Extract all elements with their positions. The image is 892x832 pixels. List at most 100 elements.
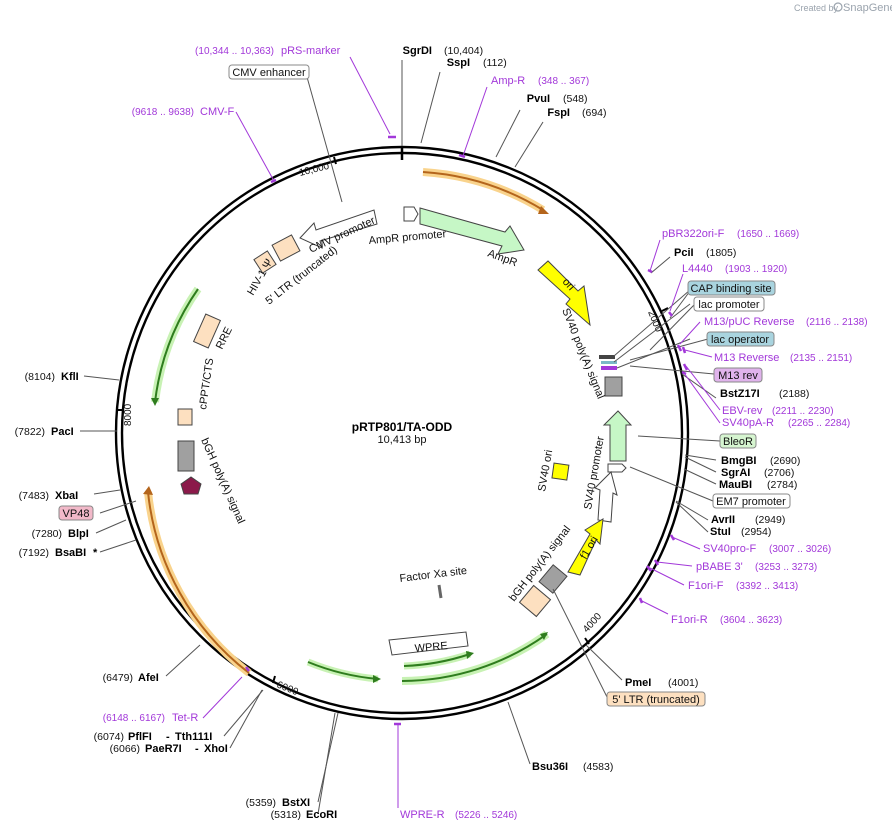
svg-text:(2265 .. 2284): (2265 .. 2284)	[788, 418, 850, 429]
svg-text:(5226 .. 5246): (5226 .. 5246)	[455, 810, 517, 821]
primer-pbabe-3[interactable]: pBABE 3' (3253 .. 3273)	[696, 561, 817, 573]
enzyme-paer7i[interactable]: (6066) PaeR7I -	[110, 743, 199, 755]
primer-sv40pro-f[interactable]: SV40pro-F (3007 .. 3026)	[703, 543, 831, 555]
primer-f1ori-r[interactable]: F1ori-R (3604 .. 3623)	[671, 614, 782, 626]
bleor-shape	[602, 410, 633, 462]
enzyme-pflfi[interactable]: (6074) PflFI -	[94, 731, 170, 743]
svg-text:EcoRI: EcoRI	[306, 809, 337, 821]
svg-text:(6148 .. 6167): (6148 .. 6167)	[103, 713, 165, 724]
primer-l4440[interactable]: L4440 (1903 .. 1920)	[682, 263, 787, 275]
svg-text:(7192): (7192)	[19, 547, 49, 559]
primer-f1ori-f[interactable]: F1ori-F (3392 .. 3413)	[688, 580, 798, 592]
box-em7-promoter[interactable]: EM7 promoter	[712, 493, 791, 509]
svg-text:PvuI: PvuI	[527, 93, 550, 105]
green-arc-left	[306, 658, 379, 683]
primer-ebv-rev[interactable]: EBV-rev (2211 .. 2230)	[722, 405, 834, 417]
svg-text:(6066): (6066)	[110, 743, 140, 755]
svg-text:-: -	[166, 731, 170, 743]
svg-text:SV40pro-F: SV40pro-F	[703, 543, 756, 555]
enzyme-tth111i[interactable]: Tth111I	[175, 731, 212, 743]
primer-cmv-f[interactable]: (9618 .. 9638) CMV-F	[132, 106, 235, 118]
svg-text:BlpI: BlpI	[68, 528, 89, 540]
enzyme-maubi[interactable]: MauBI (2784)	[719, 479, 797, 491]
svg-text:5' LTR (truncated): 5' LTR (truncated)	[612, 694, 699, 706]
enzyme-afei[interactable]: (6479) AfeI	[103, 672, 159, 684]
enzyme-sgrai[interactable]: SgrAI (2706)	[721, 467, 794, 479]
svg-text:(10,404): (10,404)	[444, 45, 483, 57]
primer-pbr322ori-f[interactable]: pBR322ori-F (1650 .. 1669)	[662, 228, 799, 240]
box-cmv-enhancer[interactable]: CMV enhancer	[228, 64, 310, 80]
enzyme-bsu36i[interactable]: Bsu36I (4583)	[532, 761, 613, 773]
svg-text:SV40pA-R: SV40pA-R	[722, 417, 774, 429]
box-5ltr-truncated[interactable]: 5' LTR (truncated)	[606, 691, 706, 707]
box-cap-binding-site[interactable]: CAP binding site	[687, 280, 776, 296]
box-lac-operator[interactable]: lac operator	[706, 331, 775, 347]
enzyme-sspi[interactable]: SspI (112)	[447, 57, 507, 69]
primer-wpre-r[interactable]: WPRE-R (5226 .. 5246)	[400, 809, 517, 821]
primer-tet-r[interactable]: (6148 .. 6167) Tet-R	[103, 712, 199, 724]
svg-text:XbaI: XbaI	[55, 490, 78, 502]
enzyme-xhoi[interactable]: XhoI	[204, 743, 228, 755]
snapgene-brand: SnapGene	[843, 2, 892, 14]
svg-text:WPRE-R: WPRE-R	[400, 809, 445, 821]
enzyme-bstz17i[interactable]: BstZ17I (2188)	[720, 388, 809, 400]
enzyme-pvui[interactable]: PvuI (548)	[527, 93, 588, 105]
svg-text:M13/pUC Reverse: M13/pUC Reverse	[704, 316, 794, 328]
svg-text:(2706): (2706)	[764, 467, 794, 479]
sv40-promoter-shape	[594, 471, 618, 523]
primer-amp-r[interactable]: Amp-R (348 .. 367)	[491, 75, 589, 87]
sv40-ori-shape	[551, 462, 570, 481]
primer-m13-reverse[interactable]: M13 Reverse (2135 .. 2151)	[714, 352, 852, 364]
svg-text:(2188): (2188)	[779, 388, 809, 400]
ltr-left-shape	[271, 234, 301, 262]
enzyme-bmgbi[interactable]: BmgBI (2690)	[721, 455, 800, 467]
enzyme-pmei[interactable]: PmeI (4001)	[625, 677, 698, 689]
svg-text:(2949): (2949)	[755, 514, 785, 526]
enzyme-stui[interactable]: StuI (2954)	[710, 526, 771, 538]
enzyme-fspi[interactable]: FspI (694)	[547, 107, 606, 119]
f1-ori-shape	[567, 518, 604, 576]
enzyme-xbai[interactable]: (7483) XbaI	[19, 490, 79, 502]
svg-text:FspI: FspI	[547, 107, 570, 119]
box-m13-rev[interactable]: M13 rev	[713, 367, 763, 383]
green-arc-mid	[403, 650, 472, 670]
svg-text:(4583): (4583)	[583, 761, 613, 773]
enzyme-pcii[interactable]: PciI (1805)	[674, 247, 736, 259]
svg-text:*: *	[93, 547, 98, 559]
svg-text:(3604 .. 3623): (3604 .. 3623)	[720, 615, 782, 626]
primer-prs-marker[interactable]: (10,344 .. 10,363) pRS-marker	[195, 45, 341, 57]
enzyme-bstxi[interactable]: (5359) BstXI	[246, 797, 310, 809]
svg-text:PciI: PciI	[674, 247, 694, 259]
svg-text:Tet-R: Tet-R	[172, 712, 198, 724]
svg-text:Bsu36I: Bsu36I	[532, 761, 568, 773]
enzyme-kfli[interactable]: (8104) KflI	[25, 371, 79, 383]
box-bleor[interactable]: BleoR	[719, 433, 757, 449]
box-lac-promoter[interactable]: lac promoter	[693, 296, 765, 312]
svg-text:-: -	[195, 743, 199, 755]
enzyme-blpi[interactable]: (7280) BlpI	[32, 528, 89, 540]
svg-text:CAP binding site: CAP binding site	[690, 283, 771, 295]
svg-text:Tth111I: Tth111I	[175, 731, 212, 743]
enzyme-paci[interactable]: (7822) PacI	[15, 426, 74, 438]
label-f1-ori: f1 ori	[578, 534, 601, 561]
enzyme-ecori[interactable]: (5318) EcoRI	[271, 809, 338, 821]
box-vp48[interactable]: VP48	[58, 505, 94, 521]
label-factor-xa: Factor Xa site	[399, 565, 468, 585]
enzyme-bsabi[interactable]: (7192) BsaBI *	[19, 547, 98, 559]
svg-text:MauBI: MauBI	[719, 479, 752, 491]
svg-text:PacI: PacI	[51, 426, 74, 438]
primer-m13-puc-reverse[interactable]: M13/pUC Reverse (2116 .. 2138)	[704, 316, 868, 328]
svg-text:(348 .. 367): (348 .. 367)	[538, 76, 589, 87]
svg-text:(7822): (7822)	[15, 426, 45, 438]
sv40-polya-shape	[604, 376, 623, 397]
svg-text:pBABE 3': pBABE 3'	[696, 561, 743, 573]
svg-text:KflI: KflI	[61, 371, 79, 383]
primer-sv40pa-r[interactable]: SV40pA-R (2265 .. 2284)	[722, 417, 850, 429]
svg-text:CMV-F: CMV-F	[200, 106, 235, 118]
bgh-polya-right-shape	[538, 564, 568, 594]
enzyme-avrii[interactable]: AvrII (2949)	[711, 514, 785, 526]
enzyme-sgrdi[interactable]: SgrDI (10,404)	[403, 45, 483, 57]
svg-text:(2116 .. 2138): (2116 .. 2138)	[806, 317, 868, 328]
svg-text:BmgBI: BmgBI	[721, 455, 756, 467]
